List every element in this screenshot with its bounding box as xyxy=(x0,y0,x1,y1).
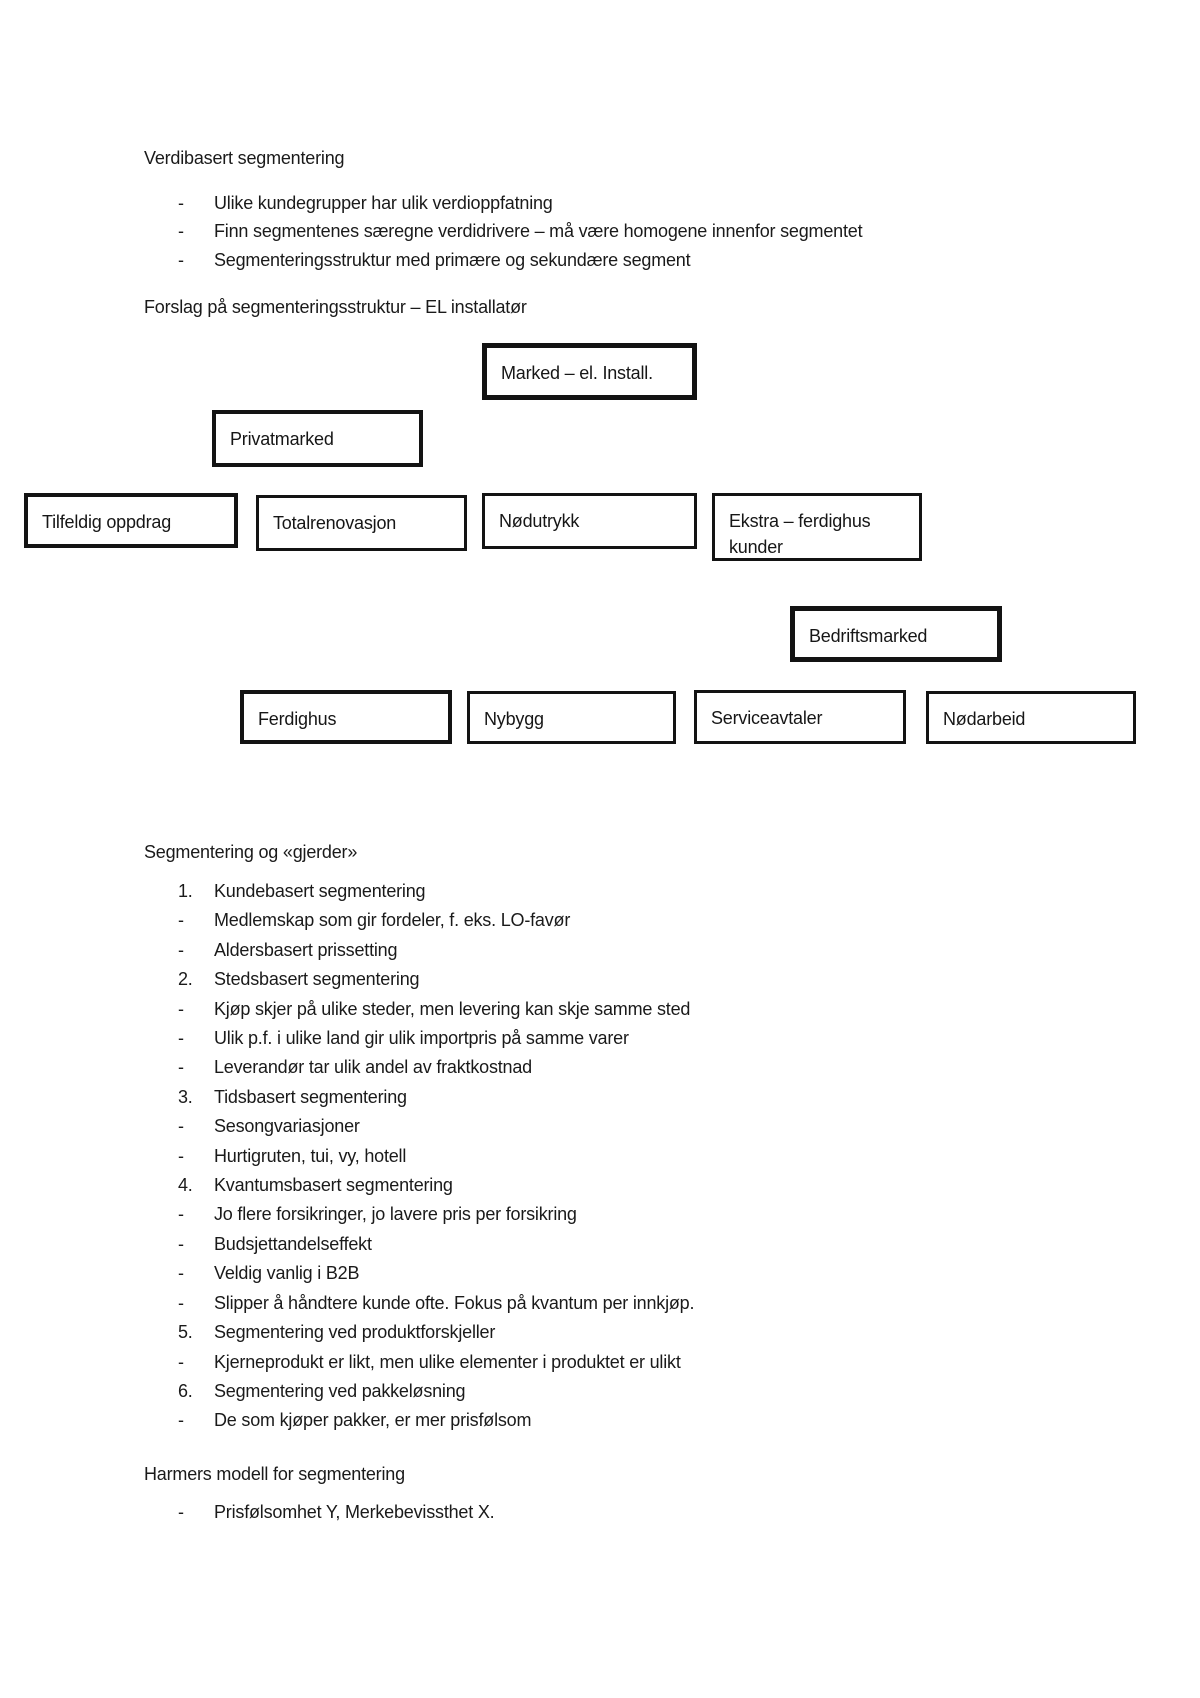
diagram-box-label: Nødarbeid xyxy=(943,709,1026,729)
list-marker: - xyxy=(178,1502,184,1522)
list-marker: - xyxy=(178,939,184,960)
list-item: - Finn segmentenes særegne verdidrivere … xyxy=(178,217,863,245)
section-heading-harmers: Harmers modell for segmentering xyxy=(144,1464,405,1484)
list-marker: - xyxy=(178,1410,184,1431)
list-text: Budsjettandelseffekt xyxy=(214,1233,372,1254)
diagram-box-totalrenovasjon: Totalrenovasjon xyxy=(256,495,467,551)
list-item: - Kjerneprodukt er likt, men ulike eleme… xyxy=(178,1348,694,1377)
list-marker: 6. xyxy=(178,1380,193,1401)
list-marker: - xyxy=(178,1204,184,1225)
diagram-box-label: Tilfeldig oppdrag xyxy=(42,512,172,532)
list-marker: - xyxy=(178,910,184,931)
list-item: - Sesongvariasjoner xyxy=(178,1112,694,1141)
list-text: Ulike kundegrupper har ulik verdioppfatn… xyxy=(214,193,553,213)
list-text: Finn segmentenes særegne verdidrivere – … xyxy=(214,221,863,242)
bullet-list-verdibasert: - Ulike kundegrupper har ulik verdioppfa… xyxy=(178,189,863,274)
list-text: Hurtigruten, tui, vy, hotell xyxy=(214,1145,407,1166)
diagram-box-privatmarked: Privatmarked xyxy=(212,410,423,467)
list-text: Segmenteringsstruktur med primære og sek… xyxy=(214,249,691,270)
list-marker: - xyxy=(178,1351,184,1372)
list-text: Tidsbasert segmentering xyxy=(214,1086,407,1107)
list-item: - Kjøp skjer på ulike steder, men leveri… xyxy=(178,995,694,1024)
diagram-box-ekstra-ferdighus-kunder: Ekstra – ferdighus kunder xyxy=(712,493,922,561)
diagram-box-nodutrykk: Nødutrykk xyxy=(482,493,697,549)
list-marker: - xyxy=(178,221,184,242)
list-text: Jo flere forsikringer, jo lavere pris pe… xyxy=(214,1204,577,1225)
list-item: - Slipper å håndtere kunde ofte. Fokus p… xyxy=(178,1289,694,1318)
diagram-box-serviceavtaler: Serviceavtaler xyxy=(694,690,906,744)
list-text: Sesongvariasjoner xyxy=(214,1116,360,1137)
list-marker: 1. xyxy=(178,881,193,901)
list-text: Kundebasert segmentering xyxy=(214,881,426,901)
diagram-box-label: Marked – el. Install. xyxy=(501,363,653,383)
list-text: Ulik p.f. i ulike land gir ulik importpr… xyxy=(214,1028,629,1049)
diagram-box-label: Totalrenovasjon xyxy=(273,513,397,533)
diagram-box-label: Nybygg xyxy=(484,709,544,729)
diagram-box-label: Nødutrykk xyxy=(499,511,580,531)
list-item: - Ulik p.f. i ulike land gir ulik import… xyxy=(178,1024,694,1053)
list-marker: - xyxy=(178,998,184,1019)
list-text: Medlemskap som gir fordeler, f. eks. LO-… xyxy=(214,910,571,931)
list-marker: 5. xyxy=(178,1322,193,1343)
list-text: Veldig vanlig i B2B xyxy=(214,1263,360,1284)
list-item: - Aldersbasert prissetting xyxy=(178,936,694,965)
list-item: - Medlemskap som gir fordeler, f. eks. L… xyxy=(178,906,694,935)
diagram-box-label: Ferdighus xyxy=(258,709,337,729)
list-marker: - xyxy=(178,1057,184,1078)
diagram-box-bedriftsmarked: Bedriftsmarked xyxy=(790,606,1002,662)
list-marker: 3. xyxy=(178,1086,193,1107)
list-item: - Budsjettandelseffekt xyxy=(178,1230,694,1259)
diagram-heading: Forslag på segmenteringsstruktur – EL in… xyxy=(144,297,527,317)
list-text: Segmentering ved pakkeløsning xyxy=(214,1380,466,1401)
list-item: 5. Segmentering ved produktforskjeller xyxy=(178,1318,694,1347)
list-item: - Jo flere forsikringer, jo lavere pris … xyxy=(178,1200,694,1229)
list-marker: - xyxy=(178,193,184,213)
list-item: - Hurtigruten, tui, vy, hotell xyxy=(178,1142,694,1171)
section-heading-verdibasert: Verdibasert segmentering xyxy=(144,148,345,168)
diagram-box-ferdighus: Ferdighus xyxy=(240,690,452,744)
list-text: Kjerneprodukt er likt, men ulike element… xyxy=(214,1351,681,1372)
list-text: Leverandør tar ulik andel av fraktkostna… xyxy=(214,1057,532,1078)
list-marker: - xyxy=(178,1263,184,1284)
list-text: Segmentering ved produktforskjeller xyxy=(214,1322,496,1343)
diagram-box-label: Privatmarked xyxy=(230,429,334,449)
list-item: - Veldig vanlig i B2B xyxy=(178,1259,694,1288)
harmers-list: - Prisfølsomhet Y, Merkebevissthet X. xyxy=(178,1498,495,1527)
list-text: Kjøp skjer på ulike steder, men levering… xyxy=(214,998,691,1019)
list-text: Slipper å håndtere kunde ofte. Fokus på … xyxy=(214,1292,695,1313)
list-item: - Prisfølsomhet Y, Merkebevissthet X. xyxy=(178,1498,495,1527)
list-marker: - xyxy=(178,1116,184,1137)
list-marker: - xyxy=(178,1028,184,1049)
list-marker: - xyxy=(178,249,184,270)
diagram-box-tilfeldig-oppdrag: Tilfeldig oppdrag xyxy=(24,493,238,548)
list-item: 6. Segmentering ved pakkeløsning xyxy=(178,1377,694,1406)
list-item: - De som kjøper pakker, er mer prisfølso… xyxy=(178,1406,694,1435)
list-text: Prisfølsomhet Y, Merkebevissthet X. xyxy=(214,1502,495,1522)
list-marker: - xyxy=(178,1233,184,1254)
list-item: 3. Tidsbasert segmentering xyxy=(178,1083,694,1112)
diagram-box-label: Bedriftsmarked xyxy=(809,626,928,646)
diagram-box-nybygg: Nybygg xyxy=(467,691,676,744)
section-heading-gjerder: Segmentering og «gjerder» xyxy=(144,842,358,862)
list-marker: - xyxy=(178,1292,184,1313)
list-item: 4. Kvantumsbasert segmentering xyxy=(178,1171,694,1200)
list-item: - Leverandør tar ulik andel av fraktkost… xyxy=(178,1053,694,1082)
list-text: Kvantumsbasert segmentering xyxy=(214,1175,453,1196)
list-item: 2. Stedsbasert segmentering xyxy=(178,965,694,994)
diagram-box-label: Serviceavtaler xyxy=(711,708,823,728)
segmentation-list: 1. Kundebasert segmentering - Medlemskap… xyxy=(178,877,694,1436)
list-marker: 2. xyxy=(178,969,193,990)
diagram-box-label: Ekstra – ferdighus kunder xyxy=(729,511,871,557)
diagram-box-nodarbeid: Nødarbeid xyxy=(926,691,1136,744)
diagram-box-marked-el-install: Marked – el. Install. xyxy=(482,343,697,400)
list-text: Aldersbasert prissetting xyxy=(214,939,398,960)
list-item: - Segmenteringsstruktur med primære og s… xyxy=(178,246,862,274)
list-marker: 4. xyxy=(178,1175,193,1196)
list-marker: - xyxy=(178,1145,184,1166)
list-item: 1. Kundebasert segmentering xyxy=(178,877,694,906)
list-text: Stedsbasert segmentering xyxy=(214,969,420,990)
list-item: - Ulike kundegrupper har ulik verdioppfa… xyxy=(178,189,862,217)
list-text: De som kjøper pakker, er mer prisfølsom xyxy=(214,1410,532,1431)
